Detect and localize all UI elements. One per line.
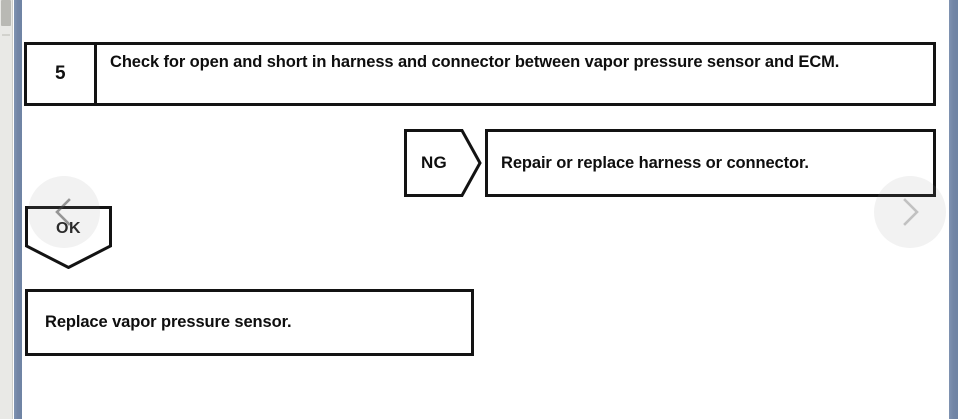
ok-action-box: Replace vapor pressure sensor. <box>25 289 474 356</box>
step-instruction-text: Check for open and short in harness and … <box>110 53 840 71</box>
scrollbar-tick <box>2 34 10 36</box>
scrollbar-thumb[interactable] <box>1 0 11 26</box>
ng-label: NG <box>420 153 448 172</box>
step-instruction-cell: Check for open and short in harness and … <box>97 45 933 103</box>
ok-action-text: Replace vapor pressure sensor. <box>45 313 292 331</box>
ok-label: OK <box>56 220 81 237</box>
previous-page-button[interactable] <box>28 176 100 248</box>
ng-action-box: Repair or replace harness or connector. <box>485 129 936 197</box>
chevron-left-icon <box>47 195 81 229</box>
next-page-button[interactable] <box>874 176 946 248</box>
step-number: 5 <box>54 63 67 84</box>
vertical-scrollbar[interactable] <box>0 0 13 419</box>
chevron-right-icon <box>893 195 927 229</box>
page-edge-left <box>14 0 22 419</box>
page-margin-right <box>958 0 966 419</box>
scanned-page: 5 Check for open and short in harness an… <box>22 0 949 419</box>
page-edge-right <box>949 0 958 419</box>
flowchart-step-row: 5 Check for open and short in harness an… <box>24 42 936 106</box>
ng-result-banner: NG <box>404 129 482 197</box>
ok-result-pentagon: OK <box>25 206 112 269</box>
step-number-cell: 5 <box>27 45 97 103</box>
ng-action-text: Repair or replace harness or connector. <box>501 153 809 172</box>
